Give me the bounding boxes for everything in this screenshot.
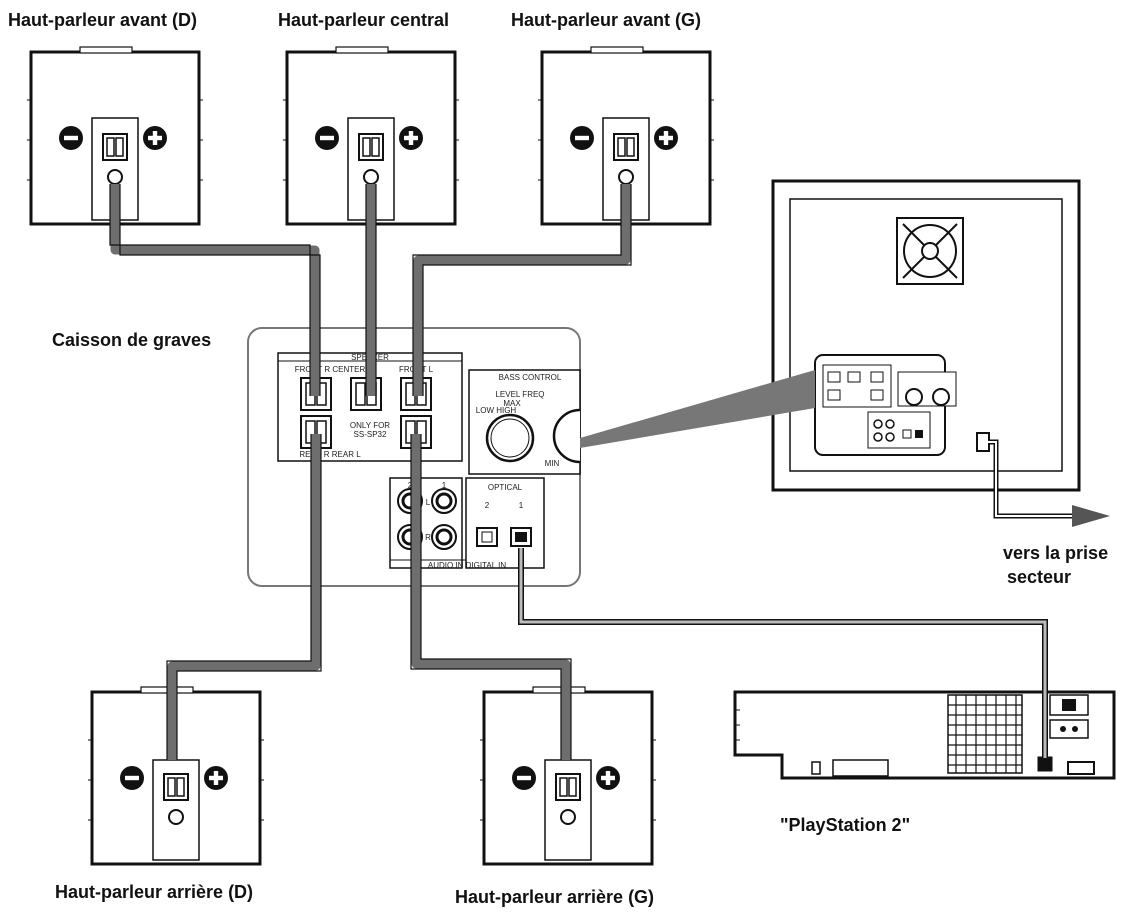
minus-icon (512, 766, 536, 790)
audio-l-mark: L (426, 498, 431, 507)
plus-icon (143, 126, 167, 150)
optical-out-port[interactable] (1037, 756, 1053, 772)
power-inlet-icon (976, 432, 990, 452)
subwoofer-label: Caisson de graves (52, 330, 212, 350)
mains-label-line1: vers la prise (1003, 543, 1109, 563)
front-r-center-label: FRONT R CENTER (295, 365, 366, 374)
rear-left-speaker-label: Haut-parleur arrière (G) (455, 887, 655, 907)
minus-icon (120, 766, 144, 790)
optical-label: OPTICAL (488, 483, 523, 492)
freq-knob[interactable] (552, 408, 581, 464)
front-left-speaker-label: Haut-parleur avant (G) (511, 10, 702, 30)
mains-label-line2: secteur (1007, 567, 1072, 587)
ac-inlet-icon (1049, 719, 1089, 739)
front-right-cable (110, 184, 320, 396)
max-label: MAX (503, 399, 521, 408)
fan-icon (896, 217, 964, 285)
minus-icon (315, 126, 339, 150)
minus-icon (59, 126, 83, 150)
usb-port (1067, 761, 1095, 775)
level-knob[interactable] (485, 413, 535, 463)
rear-right-cable (167, 434, 321, 760)
audio-in-digital-in-label: AUDIO IN DIGITAL IN (428, 561, 506, 570)
audio-in-1-l-jack[interactable] (430, 487, 458, 515)
plus-icon (596, 766, 620, 790)
optical-1-label: 1 (519, 501, 524, 510)
callout-wedge (580, 370, 815, 448)
playstation-label: "PlayStation 2" (780, 815, 911, 835)
bass-control-label: BASS CONTROL (499, 373, 562, 382)
minus-icon (570, 126, 594, 150)
plus-icon (399, 126, 423, 150)
front-right-speaker-label: Haut-parleur avant (D) (8, 10, 198, 30)
audio-r-mark: R (425, 533, 431, 542)
front-left-cable (413, 184, 631, 396)
audio-in-1-label: 1 (442, 481, 447, 490)
level-freq-label: LEVEL FREQ (495, 390, 544, 399)
only-for-model-label: SS-SP32 (354, 430, 387, 439)
cable-outlines (109, 184, 632, 760)
only-for-label: ONLY FOR (350, 421, 390, 430)
plus-icon (654, 126, 678, 150)
plus-icon (204, 766, 228, 790)
optical-cable (518, 548, 1048, 758)
audio-in-1-r-jack[interactable] (430, 523, 458, 551)
arrow-right-icon (1072, 505, 1110, 527)
center-speaker-label: Haut-parleur central (278, 10, 450, 30)
expansion-bay (832, 759, 889, 777)
rear-right-speaker-label: Haut-parleur arrière (D) (55, 882, 254, 902)
subwoofer-panel: SPEAKER FRONT R CENTER FRONT L REAR R RE… (247, 327, 581, 587)
low-high-label: LOW HIGH (476, 406, 517, 415)
speaker-cables (110, 184, 631, 760)
subwoofer-rear-view (771, 179, 1110, 527)
vent-grille-icon (947, 694, 1023, 774)
rear-left-cable (411, 434, 571, 760)
min-label: MIN (545, 459, 560, 468)
optical-2-label: 2 (485, 501, 490, 510)
audio-in-2-label: 2 (408, 481, 413, 490)
playstation-console (733, 690, 1116, 780)
rear-r-rear-l-label: REAR R REAR L (299, 450, 361, 459)
